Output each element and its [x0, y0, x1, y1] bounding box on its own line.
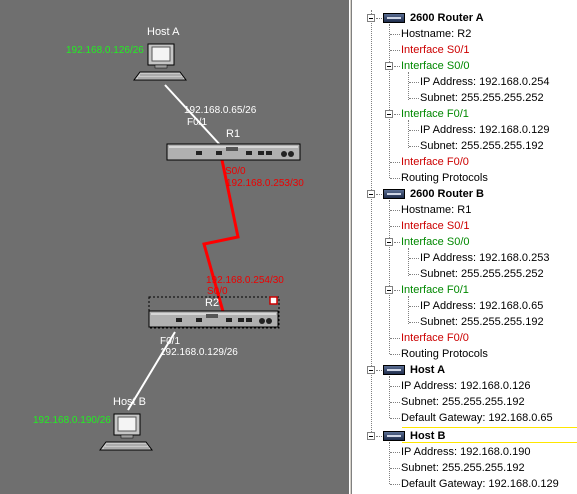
hostA-subnet[interactable]: Subnet: 255.255.255.192 [401, 396, 525, 408]
routerB-f01-subnet[interactable]: Subnet: 255.255.255.192 [420, 316, 544, 328]
serial-link-r1-r2[interactable] [202, 159, 240, 316]
routerA-interface-s01[interactable]: Interface S0/1 [401, 44, 470, 56]
routerA-interface-f01[interactable]: Interface F0/1 [401, 108, 469, 120]
r2-name-label: R2 [205, 297, 220, 309]
r2-f01-label: F0/1 [160, 336, 181, 347]
routerB-interface-s00[interactable]: Interface S0/0 [401, 236, 470, 248]
hostB-collapse-toggle[interactable] [367, 432, 375, 440]
router-icon [383, 189, 405, 199]
routerA-hostname[interactable]: Hostname: R2 [401, 28, 472, 40]
r1-s00-label: S0/0 [225, 166, 246, 177]
router-icon [383, 13, 405, 23]
topology-drawing [99, 43, 301, 451]
hostB-subnet[interactable]: Subnet: 255.255.255.192 [401, 462, 525, 474]
routerB-s00-subnet[interactable]: Subnet: 255.255.255.252 [420, 268, 544, 280]
r1-name-label: R1 [226, 128, 241, 140]
r2-f01-ip-label: 192.168.0.129/26 [160, 347, 238, 358]
routerB-hostname[interactable]: Hostname: R1 [401, 204, 472, 216]
routerB-interface-f01[interactable]: Interface F0/1 [401, 284, 469, 296]
hostA-name-label: Host A [147, 26, 180, 38]
config-tree-panel[interactable]: 2600 Router A Hostname: R2 Interface S0/… [352, 0, 577, 494]
hostB-selection-highlight [402, 427, 577, 443]
r1-s00-ip-label: 192.168.0.253/30 [226, 178, 304, 189]
hostA-collapse-toggle[interactable] [367, 366, 375, 374]
tree-routerB[interactable]: 2600 Router B [410, 188, 484, 200]
tree-routerA[interactable]: 2600 Router A [410, 12, 484, 24]
routerA-routing-protocols[interactable]: Routing Protocols [401, 172, 488, 184]
r2-s00-label: S0/0 [207, 286, 228, 297]
link-hostA-r1[interactable] [164, 84, 223, 148]
r1-router-icon[interactable] [166, 143, 301, 161]
routerB-collapse-toggle[interactable] [367, 190, 375, 198]
routerA-f01-subnet[interactable]: Subnet: 255.255.255.192 [420, 140, 544, 152]
hostB-ip-label: 192.168.0.190/26 [33, 415, 111, 426]
hostB-name-label: Host B [113, 396, 147, 408]
routerA-s00-subnet[interactable]: Subnet: 255.255.255.252 [420, 92, 544, 104]
hostB-gateway[interactable]: Default Gateway: 192.168.0.129 [401, 478, 559, 490]
r1-f01-label: F0/1 [187, 117, 208, 128]
hostA-gateway[interactable]: Default Gateway: 192.168.0.65 [401, 412, 553, 424]
host-icon [383, 431, 405, 441]
tree-hostA[interactable]: Host A [410, 364, 446, 376]
routerA-interface-f00[interactable]: Interface F0/0 [401, 156, 469, 168]
routerB-routing-protocols[interactable]: Routing Protocols [401, 348, 488, 360]
pane-splitter[interactable] [349, 0, 352, 494]
routerA-f01-toggle[interactable] [385, 110, 393, 118]
routerB-f01-toggle[interactable] [385, 286, 393, 294]
r2-s00-ip-label: 192.168.0.254/30 [206, 275, 284, 286]
routerA-interface-s00[interactable]: Interface S0/0 [401, 60, 470, 72]
hostA-ip[interactable]: IP Address: 192.168.0.126 [401, 380, 531, 392]
r1-f01-ip-label: 192.168.0.65/26 [184, 105, 257, 116]
routerA-f01-ip[interactable]: IP Address: 192.168.0.129 [420, 124, 550, 136]
routerB-interface-f00[interactable]: Interface F0/0 [401, 332, 469, 344]
routerB-interface-s01[interactable]: Interface S0/1 [401, 220, 470, 232]
topology-canvas[interactable]: Host A 192.168.0.126/26 192.168.0.65/26 … [0, 0, 349, 494]
host-icon [383, 365, 405, 375]
hostB-ip[interactable]: IP Address: 192.168.0.190 [401, 446, 531, 458]
routerA-collapse-toggle[interactable] [367, 14, 375, 22]
routerA-s00-toggle[interactable] [385, 62, 393, 70]
routerA-s00-ip[interactable]: IP Address: 192.168.0.254 [420, 76, 550, 88]
hostA-ip-label: 192.168.0.126/26 [66, 45, 144, 56]
routerB-f01-ip[interactable]: IP Address: 192.168.0.65 [420, 300, 544, 312]
r2-router-icon[interactable] [148, 296, 280, 329]
routerB-s00-ip[interactable]: IP Address: 192.168.0.253 [420, 252, 550, 264]
routerB-s00-toggle[interactable] [385, 238, 393, 246]
hostB-computer-icon[interactable] [99, 413, 153, 451]
hostA-computer-icon[interactable] [133, 43, 187, 81]
link-r2-hostB[interactable] [127, 331, 176, 411]
tree-hostB[interactable]: Host B [410, 430, 446, 442]
